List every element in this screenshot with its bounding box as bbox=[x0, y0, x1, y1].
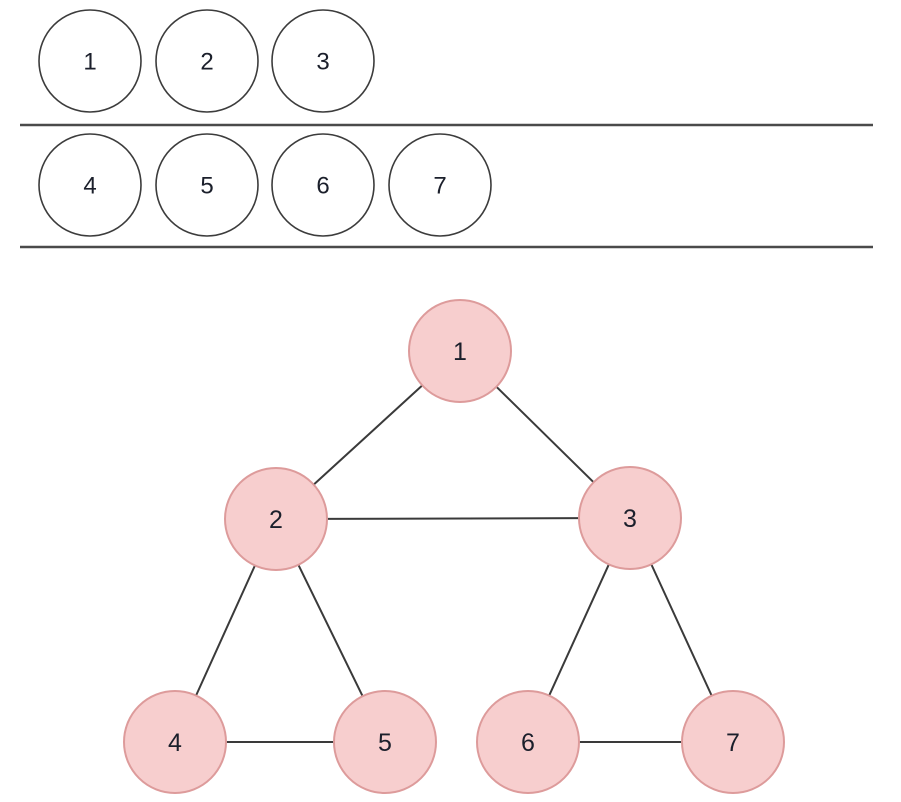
queue-slot-circle-7 bbox=[388, 133, 492, 237]
graph-edge-2-4 bbox=[194, 562, 257, 699]
graph-node-label-4: 4 bbox=[168, 729, 182, 757]
queue-slot-circle-5 bbox=[155, 133, 259, 237]
graph-node-circle-6 bbox=[476, 690, 580, 794]
queue-slot-7[interactable]: 7 bbox=[388, 133, 492, 237]
graph-node-5[interactable]: 5 bbox=[333, 690, 437, 794]
graph-node-label-3: 3 bbox=[623, 505, 637, 533]
queue-slot-label-2: 2 bbox=[200, 49, 213, 76]
queue-slot-4[interactable]: 4 bbox=[38, 133, 142, 237]
queue-slot-label-7: 7 bbox=[433, 173, 446, 200]
queue-slot-label-5: 5 bbox=[200, 173, 213, 200]
graph-node-label-1: 1 bbox=[453, 338, 467, 366]
graph-node-3[interactable]: 3 bbox=[578, 466, 682, 570]
graph-edges-layer bbox=[194, 383, 714, 743]
queue-slot-label-1: 1 bbox=[83, 49, 96, 76]
graph-node-circle-5 bbox=[333, 690, 437, 794]
graph-node-circle-2 bbox=[224, 467, 328, 571]
graph-node-1[interactable]: 1 bbox=[408, 299, 512, 403]
graph-node-7[interactable]: 7 bbox=[681, 690, 785, 794]
graph-edge-2-5 bbox=[296, 562, 365, 699]
queue-slot-5[interactable]: 5 bbox=[155, 133, 259, 237]
graph-node-label-7: 7 bbox=[726, 729, 740, 757]
graph-node-4[interactable]: 4 bbox=[123, 690, 227, 794]
graph-edge-2-3 bbox=[323, 517, 583, 520]
graph-node-label-5: 5 bbox=[378, 729, 392, 757]
queue-slot-label-4: 4 bbox=[83, 173, 96, 200]
graph-node-circle-3 bbox=[578, 466, 682, 570]
queue-slot-label-6: 6 bbox=[316, 173, 329, 200]
queue-slot-circle-2 bbox=[155, 9, 259, 113]
graph-node-circle-1 bbox=[408, 299, 512, 403]
queue-slot-3[interactable]: 3 bbox=[271, 9, 375, 113]
graph-edge-1-2 bbox=[311, 383, 425, 487]
queue-row-2: 4 5 6 7 bbox=[38, 133, 492, 237]
queue-slot-circle-1 bbox=[38, 9, 142, 113]
graph-node-2[interactable]: 2 bbox=[224, 467, 328, 571]
queue-slot-circle-3 bbox=[271, 9, 375, 113]
graph-node-label-6: 6 bbox=[521, 729, 535, 757]
queue-slot-2[interactable]: 2 bbox=[155, 9, 259, 113]
graph-node-label-2: 2 bbox=[269, 506, 283, 534]
graph-edge-1-3 bbox=[493, 384, 597, 485]
graph-node-6[interactable]: 6 bbox=[476, 690, 580, 794]
queue-slots-layer: 1 2 3 4 5 6 7 bbox=[38, 9, 492, 237]
queue-row-1: 1 2 3 bbox=[38, 9, 375, 113]
queue-slot-label-3: 3 bbox=[316, 49, 329, 76]
queue-slot-circle-6 bbox=[271, 133, 375, 237]
queue-slot-1[interactable]: 1 bbox=[38, 9, 142, 113]
graph-edge-3-6 bbox=[547, 561, 611, 699]
graph-node-circle-7 bbox=[681, 690, 785, 794]
graph-node-circle-4 bbox=[123, 690, 227, 794]
queue-slot-6[interactable]: 6 bbox=[271, 133, 375, 237]
separator-rules-layer bbox=[20, 123, 873, 249]
graph-edge-3-7 bbox=[649, 561, 714, 699]
queue-slot-circle-4 bbox=[38, 133, 142, 237]
graph-nodes-layer: 1 2 3 4 5 6 7 bbox=[123, 299, 785, 794]
